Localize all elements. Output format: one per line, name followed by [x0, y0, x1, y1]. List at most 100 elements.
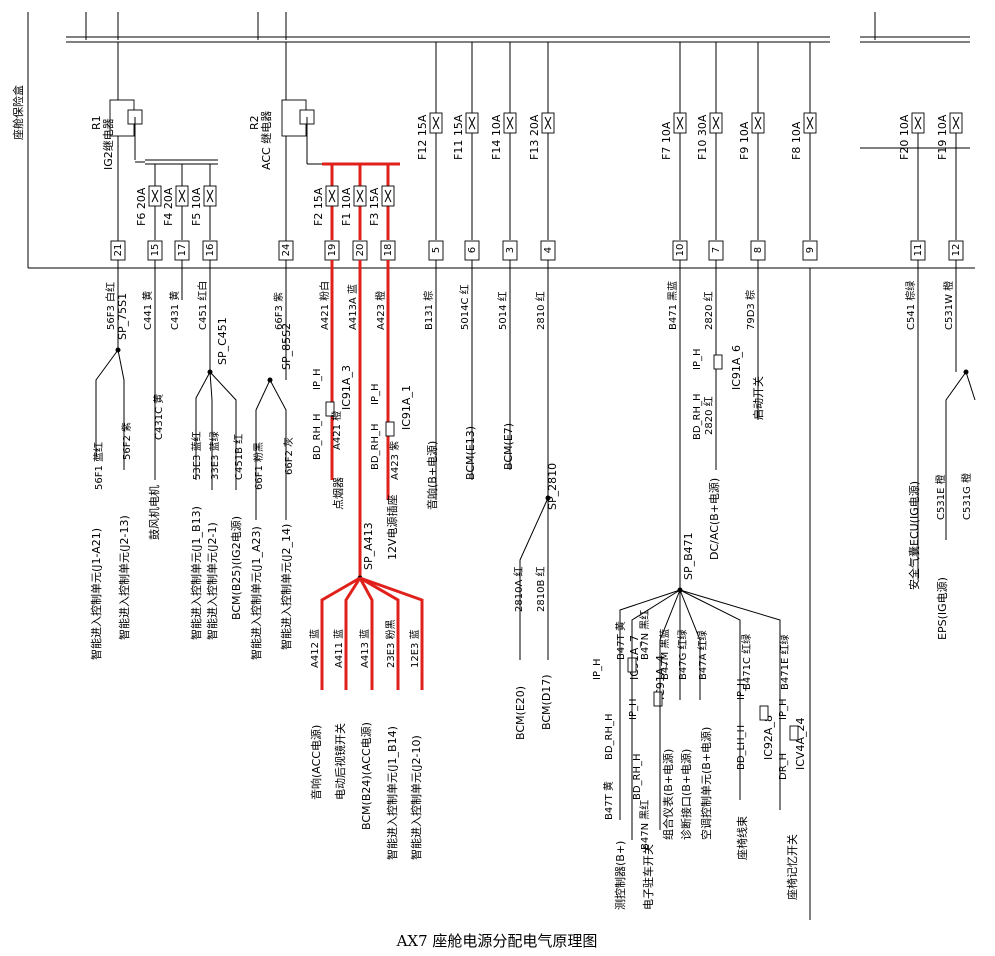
connector-ic91a-1: IC91A_1: [400, 385, 413, 430]
wire-12e3: 12E3 蓝: [409, 629, 421, 668]
pref-bd-rh-h-2: BD_RH_H: [370, 423, 381, 470]
wire-label: 56F3 白红: [104, 282, 117, 330]
wire-b47m: B47M 黑蓝: [659, 629, 671, 680]
fuse-label: F1 10A: [340, 187, 353, 226]
fuse-symbol: [353, 185, 367, 207]
wire-label: C451 红白: [196, 281, 209, 330]
load-10: 12V电源插座: [385, 494, 399, 560]
connector-ic92a-8: IC92A_8: [762, 715, 775, 760]
relay-r2-name: ACC 继电器: [260, 111, 273, 170]
relay-r2-id: R2: [248, 115, 261, 130]
load-24: 电子驻车开关: [641, 844, 655, 910]
load-11: 音响(ACC电源): [309, 725, 323, 800]
wire-a421: A421 橙: [330, 411, 343, 450]
fuse-label: F13 20A: [528, 114, 541, 160]
wire-a412: A412 蓝: [309, 629, 321, 668]
fuse-symbol: [709, 112, 723, 134]
relay-r1-id: R1: [90, 115, 103, 130]
load-16: 音响(B+电源): [425, 441, 439, 510]
pin-label: 10: [675, 244, 686, 257]
fuse-symbol: [203, 185, 217, 207]
pref-dr-h: DR_H: [778, 753, 789, 780]
load-3: 鼓风机电机: [147, 485, 161, 540]
pref-bd-lh-h: BD_LH_H: [736, 725, 747, 770]
fusebox-label: 座舱保险盒: [11, 85, 25, 140]
pref-bd-rh-h-3: BD_RH_H: [692, 393, 703, 440]
pin-label: 16: [205, 244, 216, 257]
wire-2810a: 2810A 红: [512, 567, 525, 612]
pin-label: 19: [327, 244, 338, 257]
wire-c531g: C531G 橙: [960, 473, 973, 520]
wire-23e3: 23E3 粉黑: [384, 619, 397, 668]
load-21: DC/AC(B+电源): [707, 478, 721, 560]
wire-66f2: 66F2 灰: [282, 437, 295, 475]
pref-ip-h-3: IP_H: [692, 349, 703, 371]
load-13: BCM(B24)(ACC电源): [359, 722, 373, 830]
connector-icv4a-24: ICV4A_24: [794, 718, 807, 770]
wire-b47n-2: B47N 黑红: [638, 610, 651, 660]
load-28: 座椅线束: [735, 816, 749, 860]
splice-sp-85s2: SP_85S2: [280, 323, 293, 370]
splice-sp-75s1: SP_75S1: [116, 293, 129, 340]
load-19: BCM(E20): [514, 686, 527, 740]
pref-ip-h-1: IP_H: [312, 369, 323, 391]
fuse-label: F8 10A: [790, 121, 803, 160]
pin-label: 5: [431, 247, 442, 253]
fuse-symbol: [465, 112, 479, 134]
fuse-symbol: [911, 112, 925, 134]
wire-b47t-2: B47T 黄: [614, 621, 627, 660]
pref-ip-h-5: IP_H: [628, 699, 639, 721]
wire-56f1: 56F1 蓝红: [92, 442, 105, 490]
branch-wiring: [95, 268, 976, 920]
load-12: 电动后视镜开关: [333, 723, 347, 800]
wire-b47n: B47N 黑红: [638, 800, 651, 850]
load-30: 安全气囊ECU(IG电源): [907, 481, 921, 590]
fuse-label: F7 10A: [660, 121, 673, 160]
load-1: 智能进入控制单元(J1-A21): [89, 528, 103, 660]
wire-a413: A413 蓝: [359, 629, 371, 668]
relay-r2: R2 ACC 继电器: [248, 42, 315, 268]
wire-label: A413A 蓝: [347, 284, 359, 330]
wire-label: C531W 橙: [942, 281, 955, 330]
fuse-symbol: [541, 112, 555, 134]
pref-ip-h-6: IP_H: [736, 679, 747, 701]
wire-a411: A411 蓝: [333, 629, 345, 668]
pref-bd-rh-h-4: BD_RH_H: [604, 713, 615, 760]
splice-sp-b471: SP_B471: [682, 532, 695, 580]
wire-2810b: 2810B 红: [534, 567, 547, 613]
fuse-label: F5 10A: [190, 187, 203, 226]
pin-label: 9: [805, 247, 816, 253]
wire-label: C541 棕绿: [904, 281, 917, 330]
pin-label: 3: [505, 247, 516, 253]
pin-label: 17: [177, 244, 188, 257]
wire-label: A423 橙: [374, 291, 387, 330]
red-acc-wiring: [320, 576, 424, 690]
connector-ic91a-6: IC91A_6: [730, 345, 743, 390]
load-27: 空调控制单元(B+电源): [699, 727, 713, 840]
pref-ip-h-4: IP_H: [592, 659, 603, 681]
fuse-label: F11 15A: [452, 114, 465, 160]
load-5: 智能进入控制单元(J2-1): [205, 522, 219, 640]
relay-r1: R1 IG2继电器: [90, 42, 143, 268]
wire-33e3: 33E3 蓝绿: [208, 431, 221, 480]
wire-label: 79D3 棕: [744, 290, 757, 330]
load-29: 座椅记忆开关: [785, 834, 799, 900]
fuse-label: F6 20A: [135, 187, 148, 226]
load-17: BCM(E13): [464, 426, 477, 480]
fuse-symbol: [325, 185, 339, 207]
load-26: 诊断接口(B+电源): [679, 749, 693, 840]
wire-b47g: B47G 红绿: [676, 629, 689, 680]
pref-ip-h-7: IP_H: [778, 699, 789, 721]
load-22: 启动开关: [751, 376, 765, 420]
pref-bd-rh-h-1: BD_RH_H: [312, 413, 323, 460]
fuse-label: F20 10A: [898, 114, 911, 160]
fuse-symbol: [175, 185, 189, 207]
wire-label: B471 黑蓝: [667, 281, 679, 330]
load-labels: 智能进入控制单元(J1-A21) 智能进入控制单元(J2-13) 鼓风机电机 智…: [89, 376, 949, 910]
fuse-label: F2 15A: [312, 187, 325, 226]
relay-r1-name: IG2继电器: [102, 118, 115, 170]
wire-b47a: B47A 红绿: [696, 630, 709, 680]
fuse-label: F4 20A: [162, 187, 175, 226]
pin-label: 11: [913, 244, 924, 257]
